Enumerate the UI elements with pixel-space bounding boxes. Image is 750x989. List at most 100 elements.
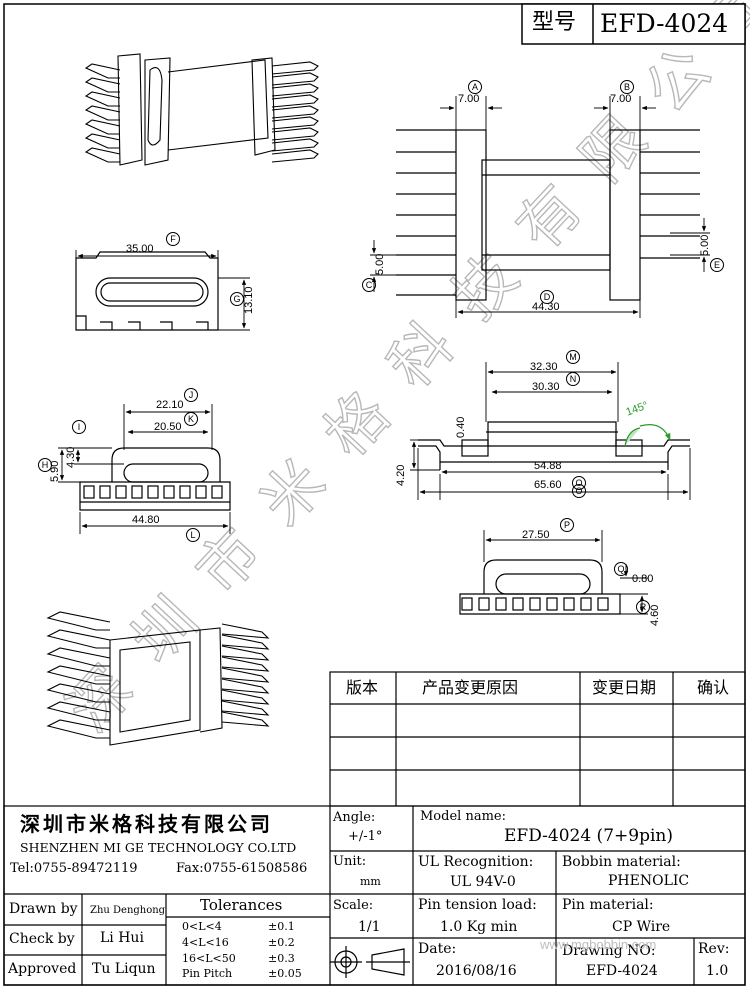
dim-letter-g: G xyxy=(230,292,244,306)
approved-by: Tu Liqun xyxy=(92,961,156,977)
front-tooth xyxy=(163,485,175,499)
date-value: 2016/08/16 xyxy=(436,963,517,979)
dim-letter-l: L xyxy=(186,528,200,542)
watermark: 深圳市米格科技有限公司 xyxy=(55,0,750,745)
bottom-tooth xyxy=(597,597,609,611)
dim-letter-b: B xyxy=(620,80,634,94)
type-label: 型号 xyxy=(532,10,577,35)
front-tooth xyxy=(147,485,159,499)
bottom-tooth xyxy=(529,597,541,611)
pin-material-label: Pin material: xyxy=(562,897,654,913)
dim-letter-f: F xyxy=(166,232,180,246)
dim-letter-i: I xyxy=(72,420,86,434)
bottom-view xyxy=(459,559,621,615)
iso-view-top xyxy=(84,53,319,166)
front-tooth xyxy=(195,485,207,499)
dim-value-m: 32.30 xyxy=(530,361,558,373)
dim-value-height: 4.20 xyxy=(395,464,407,486)
dim-letter-d: D xyxy=(540,290,554,304)
tol-range-3: 16<L<50 xyxy=(182,952,236,965)
site-watermark: www.mgbobbin.com xyxy=(540,937,657,952)
iso-pin-right xyxy=(271,72,319,86)
pin-material-value: CP Wire xyxy=(612,919,671,935)
unit-value: mm xyxy=(360,875,381,888)
dim-value-gap: 0.40 xyxy=(455,416,467,438)
iso-pin-left xyxy=(84,119,121,135)
iso-pin-left xyxy=(84,91,121,107)
iso-pin-right xyxy=(271,94,319,108)
check-by-label: Check by xyxy=(9,931,75,947)
iso-pin-right xyxy=(221,700,270,716)
front-tooth xyxy=(115,485,127,499)
pin-tension-label: Pin tension load: xyxy=(418,897,537,913)
iso-pin-left xyxy=(84,105,121,121)
iso-pin-right xyxy=(221,711,270,727)
bobbin-material-label: Bobbin material: xyxy=(562,854,681,870)
iso-view-bottom xyxy=(46,611,270,746)
dim-value-g: 13.10 xyxy=(243,286,255,314)
bottom-tooth xyxy=(461,597,473,611)
dim-value-o2: 65.60 xyxy=(534,479,562,491)
iso-pin-right xyxy=(221,667,270,683)
dim-letter-o: O xyxy=(572,484,586,498)
tol-value-3: ±0.3 xyxy=(268,952,295,965)
scale-label: Scale: xyxy=(333,898,374,913)
tol-value-1: ±0.1 xyxy=(268,920,295,933)
company-fax: Fax:0755-61508586 xyxy=(176,861,308,876)
dim-value-b: 7.00 xyxy=(610,93,632,105)
dim-F xyxy=(75,250,250,331)
iso-pin-left xyxy=(84,133,121,149)
drawn-by: Zhu Denghong xyxy=(90,905,166,916)
dim-value-f: 35.00 xyxy=(126,243,154,255)
drawn-by-label: Drawn by xyxy=(9,901,78,917)
tol-value-4: ±0.05 xyxy=(268,967,302,980)
iso-pin-right xyxy=(271,61,319,75)
rev-col-confirm: 确认 xyxy=(697,678,730,697)
front-view-left xyxy=(79,447,231,511)
svg-text:深圳市米格科技有限公司: 深圳市米格科技有限公司 xyxy=(56,0,750,744)
dim-value-c: 5.00 xyxy=(374,253,386,275)
front-tooth xyxy=(99,485,111,499)
rev-value: 1.0 xyxy=(706,963,729,979)
iso-pin-right xyxy=(271,138,319,152)
bottom-tooth xyxy=(495,597,507,611)
iso-pin-right xyxy=(271,116,319,130)
front-tooth xyxy=(83,485,95,499)
iso-pin-left xyxy=(46,683,111,703)
drawing-no-value: EFD-4024 xyxy=(586,963,658,979)
dim-value-q: 0.80 xyxy=(632,573,654,585)
company-tel: Tel:0755-89472119 xyxy=(10,861,138,876)
dim-bottom xyxy=(483,530,648,615)
company-name-en: SHENZHEN MI GE TECHNOLOGY CO.LTD xyxy=(20,840,297,855)
dim-letter-e: E xyxy=(710,258,724,272)
approved-label: Approved xyxy=(8,961,77,977)
iso-pin-right xyxy=(221,689,270,705)
bottom-tooth xyxy=(563,597,575,611)
top-view xyxy=(75,251,219,331)
dim-value-n: 30.30 xyxy=(532,381,560,393)
ul-value: UL 94V-0 xyxy=(450,874,516,890)
front-view-right xyxy=(418,421,690,470)
unit-label: Unit: xyxy=(333,854,367,869)
dim-value-p: 27.50 xyxy=(522,529,550,541)
bottom-tooth xyxy=(580,597,592,611)
header-box xyxy=(521,3,746,45)
tol-range-4: Pin Pitch xyxy=(182,967,233,980)
dim-value-i: 4.30 xyxy=(65,446,77,468)
dim-front-left xyxy=(58,404,231,534)
side-view xyxy=(396,129,700,301)
iso-pin-left xyxy=(84,63,121,79)
bottom-tooth xyxy=(478,597,490,611)
iso-pin-left xyxy=(46,665,111,685)
iso-pin-right xyxy=(221,645,270,661)
iso-pin-left xyxy=(46,719,111,739)
model-name-label: Model name: xyxy=(420,809,506,824)
iso-pin-right xyxy=(221,656,270,672)
rev-col-date: 变更日期 xyxy=(592,678,657,697)
angle-value: +/-1° xyxy=(348,829,383,844)
front-tooth xyxy=(131,485,143,499)
tol-value-2: ±0.2 xyxy=(268,936,295,949)
tol-range-1: 0<L<4 xyxy=(182,920,222,933)
